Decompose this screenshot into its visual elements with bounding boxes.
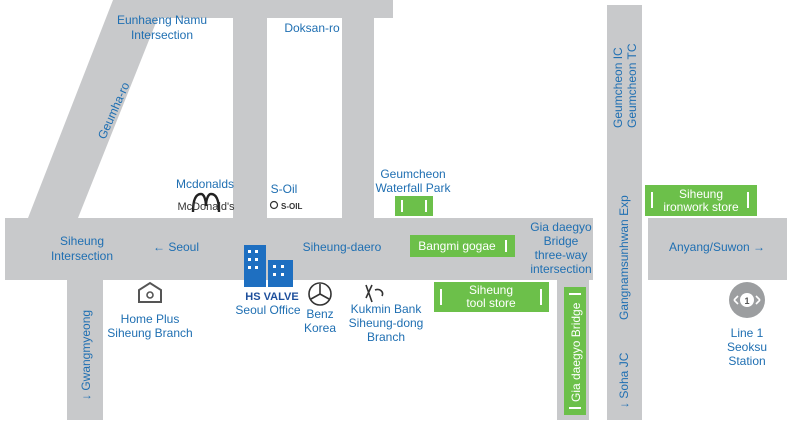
svg-text:McDonald's: McDonald's xyxy=(177,201,235,213)
station-label-2: Seoksu xyxy=(727,340,767,354)
home-plus-label-2: Siheung Branch xyxy=(107,326,192,340)
siheung-intersection-label-2: Intersection xyxy=(51,249,113,263)
gia-bridge-label-4: intersection xyxy=(530,262,591,276)
siheung-intersection-label-1: Siheung xyxy=(60,234,104,248)
soil-logo-text: S-OIL xyxy=(281,202,302,211)
mcdonalds-logo-icon: McDonald's xyxy=(177,192,235,213)
doksan-label: Doksan-ro xyxy=(284,21,340,35)
geumcheon-ic-label: Geumcheon IC xyxy=(611,47,625,128)
eunhaeng-label-2: Intersection xyxy=(131,28,193,42)
home-plus-icon xyxy=(138,281,162,303)
kukmin-label-1: Kukmin Bank xyxy=(351,302,423,316)
road-gap-exp-right xyxy=(642,218,648,280)
subway-station-icon: 1 xyxy=(729,282,765,318)
road-gap-bridge xyxy=(589,280,607,420)
seoul-label: ← Seoul xyxy=(153,240,199,254)
road-left-junction xyxy=(5,218,67,280)
tool-store-label-1: Siheung xyxy=(469,283,513,297)
road-gap-left xyxy=(0,218,5,280)
ironwork-label-1: Siheung xyxy=(679,187,723,201)
benz-label-2: Korea xyxy=(304,321,336,335)
geumcheon-tc-label: Geumcheon TC xyxy=(625,43,639,128)
gia-bridge-label-3: three-way xyxy=(535,248,588,262)
soil-label: S-Oil xyxy=(271,182,298,196)
road-network xyxy=(5,0,787,420)
gia-bridge-sign: Gia daegyo Bridge xyxy=(564,287,586,415)
mcdonalds-label: Mcdonalds xyxy=(176,177,234,191)
station-label-1: Line 1 xyxy=(731,326,764,340)
hs-valve-logo: HS VALVE xyxy=(245,291,298,303)
kukmin-label-3: Branch xyxy=(367,330,405,344)
soha-label: ↓ Soha JC xyxy=(617,352,631,408)
waterfall-park-sign xyxy=(395,196,433,216)
home-plus-label-1: Home Plus xyxy=(121,312,180,326)
road-gangnamsunhwan-vertical xyxy=(607,5,642,420)
road-siheung-daero xyxy=(5,218,787,280)
kukmin-label-2: Siheung-dong xyxy=(349,316,424,330)
tool-store-sign: Siheung tool store xyxy=(434,282,549,312)
gia-bridge-label-1: Gia daegyo xyxy=(530,220,592,234)
ironwork-store-sign: Siheung ironwork store xyxy=(645,185,757,216)
bangmi-gogae-label: Bangmi gogae xyxy=(418,239,496,253)
gia-bridge-vertical-label: Gia daegyo Bridge xyxy=(569,302,583,402)
gia-bridge-label-2: Bridge xyxy=(544,234,579,248)
benz-logo-icon xyxy=(308,282,332,306)
gangnamsunhwan-label: Gangnamsunhwan Exp xyxy=(617,195,631,320)
road-gap-exp-left xyxy=(593,218,607,280)
siheung-daero-label: Siheung-daero xyxy=(303,240,382,254)
waterfall-label-2: Waterfall Park xyxy=(376,181,452,195)
kukmin-bank-logo-icon xyxy=(365,284,384,303)
ironwork-label-2: ironwork store xyxy=(663,200,739,214)
road-gwangmyeong-vertical xyxy=(67,280,103,420)
office-building-icon xyxy=(244,245,293,287)
waterfall-label-1: Geumcheon xyxy=(380,167,445,181)
anyang-label: Anyang/Suwon → xyxy=(669,240,765,254)
road-geumha-diagonal xyxy=(28,0,165,218)
gwangmyeong-label: ↓ Gwangmyeong xyxy=(79,310,93,400)
station-line-number: 1 xyxy=(744,296,749,306)
road-doksan-vertical xyxy=(233,0,267,218)
tool-store-label-2: tool store xyxy=(466,296,516,310)
bangmi-gogae-sign: Bangmi gogae xyxy=(410,235,515,257)
benz-label-1: Benz xyxy=(306,307,333,321)
station-label-3: Station xyxy=(728,354,765,368)
road-right-vertical xyxy=(342,0,374,218)
soil-logo-icon: S-OIL xyxy=(269,200,302,211)
eunhaeng-label-1: Eunhaeng Namu xyxy=(117,13,207,27)
seoul-office-label: Seoul Office xyxy=(235,303,300,317)
